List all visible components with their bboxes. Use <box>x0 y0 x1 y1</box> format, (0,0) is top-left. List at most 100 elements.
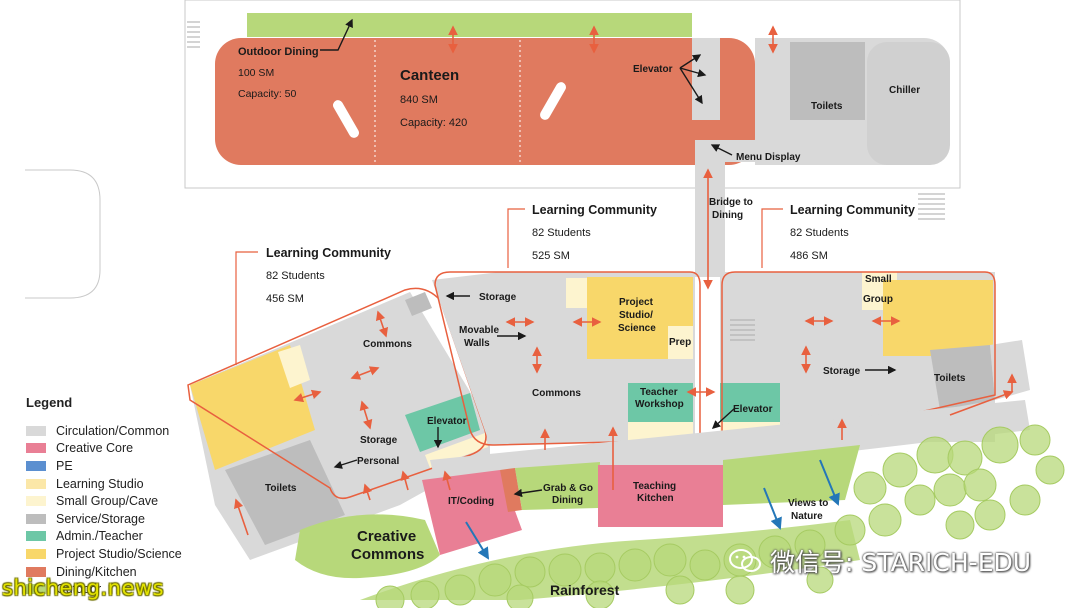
community-left-area: 456 SM <box>266 293 304 305</box>
legend-swatch <box>26 584 46 595</box>
legend-swatch <box>26 443 46 454</box>
site-outline <box>25 0 961 299</box>
legend-item: PE <box>26 457 226 475</box>
left-wing-labels: Commons Elevator Storage Personal Toilet… <box>265 339 467 494</box>
community-middle-title: Learning Community <box>532 203 657 217</box>
legend-swatch <box>26 513 46 524</box>
left-wing <box>190 292 490 560</box>
creative-commons-label-1: Creative <box>357 528 416 545</box>
middle-community-boundary <box>434 271 701 446</box>
legend-label: Creative Core <box>56 441 134 456</box>
community-middle-students: 82 Students <box>532 227 591 239</box>
small-group-label-1: Small <box>865 274 892 285</box>
commons-label: Commons <box>532 388 581 399</box>
teacher-workshop-label-1: Teacher <box>640 387 678 398</box>
small-group-label-2: Group <box>863 294 893 305</box>
view-arrows <box>465 459 840 560</box>
bridge-label-2: Dining <box>712 210 743 221</box>
views-label-2: Nature <box>791 511 823 522</box>
canteen-block <box>215 38 950 165</box>
community-middle-area: 525 SM <box>532 250 570 262</box>
grab-go-label-1: Grab & Go <box>543 483 593 494</box>
legend-swatch <box>26 566 46 577</box>
legend-item: Dining/Kitchen <box>26 563 226 581</box>
legend-label: Service/Storage <box>56 511 145 526</box>
legend-swatch <box>26 478 46 489</box>
bottom-labels: IT/Coding Grab & Go Dining Teaching Kitc… <box>351 481 828 598</box>
legend-item: Outdoor <box>26 580 226 598</box>
commons-left-label: Commons <box>363 339 412 350</box>
rainforest-label: Rainforest <box>550 582 620 598</box>
movable-walls-label-2: Walls <box>464 338 490 349</box>
legend-label: Learning Studio <box>56 476 144 491</box>
creative-commons-label-2: Commons <box>351 546 424 563</box>
canteen-capacity: Capacity: 420 <box>400 117 467 129</box>
outdoor-dining-capacity: Capacity: 50 <box>238 88 297 100</box>
canteen-area: 840 SM <box>400 94 438 106</box>
canteen-outdoor-strip <box>247 13 692 37</box>
legend-title: Legend <box>26 395 73 410</box>
toilets-right-label: Toilets <box>934 373 966 384</box>
community-right-area: 486 SM <box>790 250 828 262</box>
views-label-1: Views to <box>788 498 828 509</box>
storage-right-label: Storage <box>823 366 861 377</box>
personal-label: Personal <box>357 456 399 467</box>
teaching-kitchen-label-1: Teaching <box>633 481 676 492</box>
community-right-title: Learning Community <box>790 203 915 217</box>
movable-walls-label-1: Movable <box>459 325 499 336</box>
legend-swatch <box>26 548 46 559</box>
teaching-kitchen-label-2: Kitchen <box>637 493 674 504</box>
teacher-workshop-label-2: Workshop <box>635 399 684 410</box>
prep-label: Prep <box>669 337 691 348</box>
community-right-labels: Learning Community 82 Students 486 SM <box>790 203 915 262</box>
toilets-left-label: Toilets <box>265 483 297 494</box>
it-coding-label: IT/Coding <box>448 496 494 507</box>
wechat-watermark: 微信号: STARICH-EDU <box>728 543 1031 579</box>
bridge-labels: Bridge to Dining <box>709 197 753 221</box>
legend-item: Project Studio/Science <box>26 545 226 563</box>
wechat-icon <box>729 549 761 572</box>
legend-swatch <box>26 531 46 542</box>
legend-label: Outdoor <box>56 582 102 597</box>
canteen-toilets-label: Toilets <box>811 101 843 112</box>
canteen-labels: Outdoor Dining 100 SM Capacity: 50 Cante… <box>238 46 920 163</box>
project-studio-label-1: Project <box>619 297 654 308</box>
rainforest-trees <box>375 424 1065 608</box>
middle-wing <box>432 272 695 445</box>
elevator-mid-label: Elevator <box>733 404 773 415</box>
outdoor-dining-label: Outdoor Dining <box>238 46 319 58</box>
legend-item: Admin./Teacher <box>26 528 226 546</box>
menu-display-label: Menu Display <box>736 152 801 163</box>
community-left-title: Learning Community <box>266 246 391 260</box>
bridge-label-1: Bridge to <box>709 197 753 208</box>
elevator-left-label: Elevator <box>427 416 467 427</box>
legend-label: Project Studio/Science <box>56 546 182 561</box>
legend-item: Service/Storage <box>26 510 226 528</box>
legend-swatch <box>26 460 46 471</box>
middle-wing-labels: Storage Movable Walls Commons Project St… <box>459 292 773 415</box>
stairs <box>187 21 945 341</box>
outdoor-dining-area: 100 SM <box>238 67 274 79</box>
legend-label: PE <box>56 458 73 473</box>
annotation-arrows <box>320 18 897 498</box>
legend-item: Circulation/Common <box>26 422 226 440</box>
canteen-elevator-label: Elevator <box>633 64 673 75</box>
community-left-students: 82 Students <box>266 270 325 282</box>
community-left-labels: Learning Community 82 Students 456 SM <box>266 246 391 305</box>
legend-item: Learning Studio <box>26 475 226 493</box>
legend-item: Small Group/Cave <box>26 492 226 510</box>
canteen-chiller-label: Chiller <box>889 85 920 96</box>
community-middle-labels: Learning Community 82 Students 525 SM <box>532 203 657 262</box>
right-wing-labels: Small Group Storage Toilets <box>823 274 966 384</box>
left-community-boundary <box>187 287 487 500</box>
canteen-title: Canteen <box>400 67 459 84</box>
site-watermark: shicheng.news <box>2 576 165 600</box>
legend-item: Creative Core <box>26 440 226 458</box>
storage-label: Storage <box>479 292 517 303</box>
legend-label: Small Group/Cave <box>56 494 159 509</box>
leader-lines <box>235 208 783 365</box>
project-studio-label-2: Studio/ <box>619 310 653 321</box>
